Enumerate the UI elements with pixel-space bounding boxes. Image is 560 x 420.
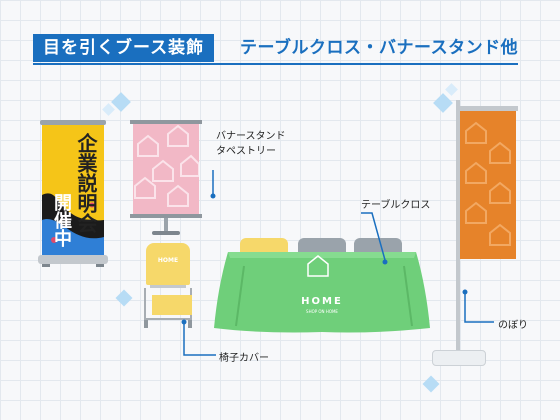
label-nobori: のぼり (498, 320, 528, 331)
chair-logo: HOME (157, 257, 179, 264)
nobori-pattern (465, 121, 511, 246)
chair-with-cover: HOME (142, 243, 194, 329)
banner-text-line1: 企業説明会 (74, 133, 98, 233)
tapestry-pattern (134, 124, 199, 207)
page-subtitle: テーブルクロス・バナースタンド他 (240, 38, 519, 58)
label-banner-stand-tapestry-1: バナースタンド (216, 131, 286, 142)
label-chair-cover: 椅子カバー (219, 353, 269, 364)
banner-wave-pattern (42, 193, 104, 255)
nobori-flag (428, 100, 520, 370)
banner-text-line2: 開催中 (51, 193, 72, 247)
table-logo-main: HOME (301, 296, 343, 307)
table-logo-sub: SHOP ON HOME (306, 309, 338, 314)
tapestry-stand (130, 120, 202, 235)
label-table-cloth: テーブルクロス (361, 200, 431, 211)
table-cloth-shape (214, 252, 430, 333)
page-title: 目を引くブース装飾 (33, 34, 215, 62)
title-underline (33, 63, 518, 65)
table-with-cloth: HOME SHOP ON HOME (214, 236, 430, 334)
rollup-banner: 企業説明会 開催中 (38, 120, 108, 268)
label-banner-stand-tapestry-2: タペストリー (216, 146, 276, 157)
